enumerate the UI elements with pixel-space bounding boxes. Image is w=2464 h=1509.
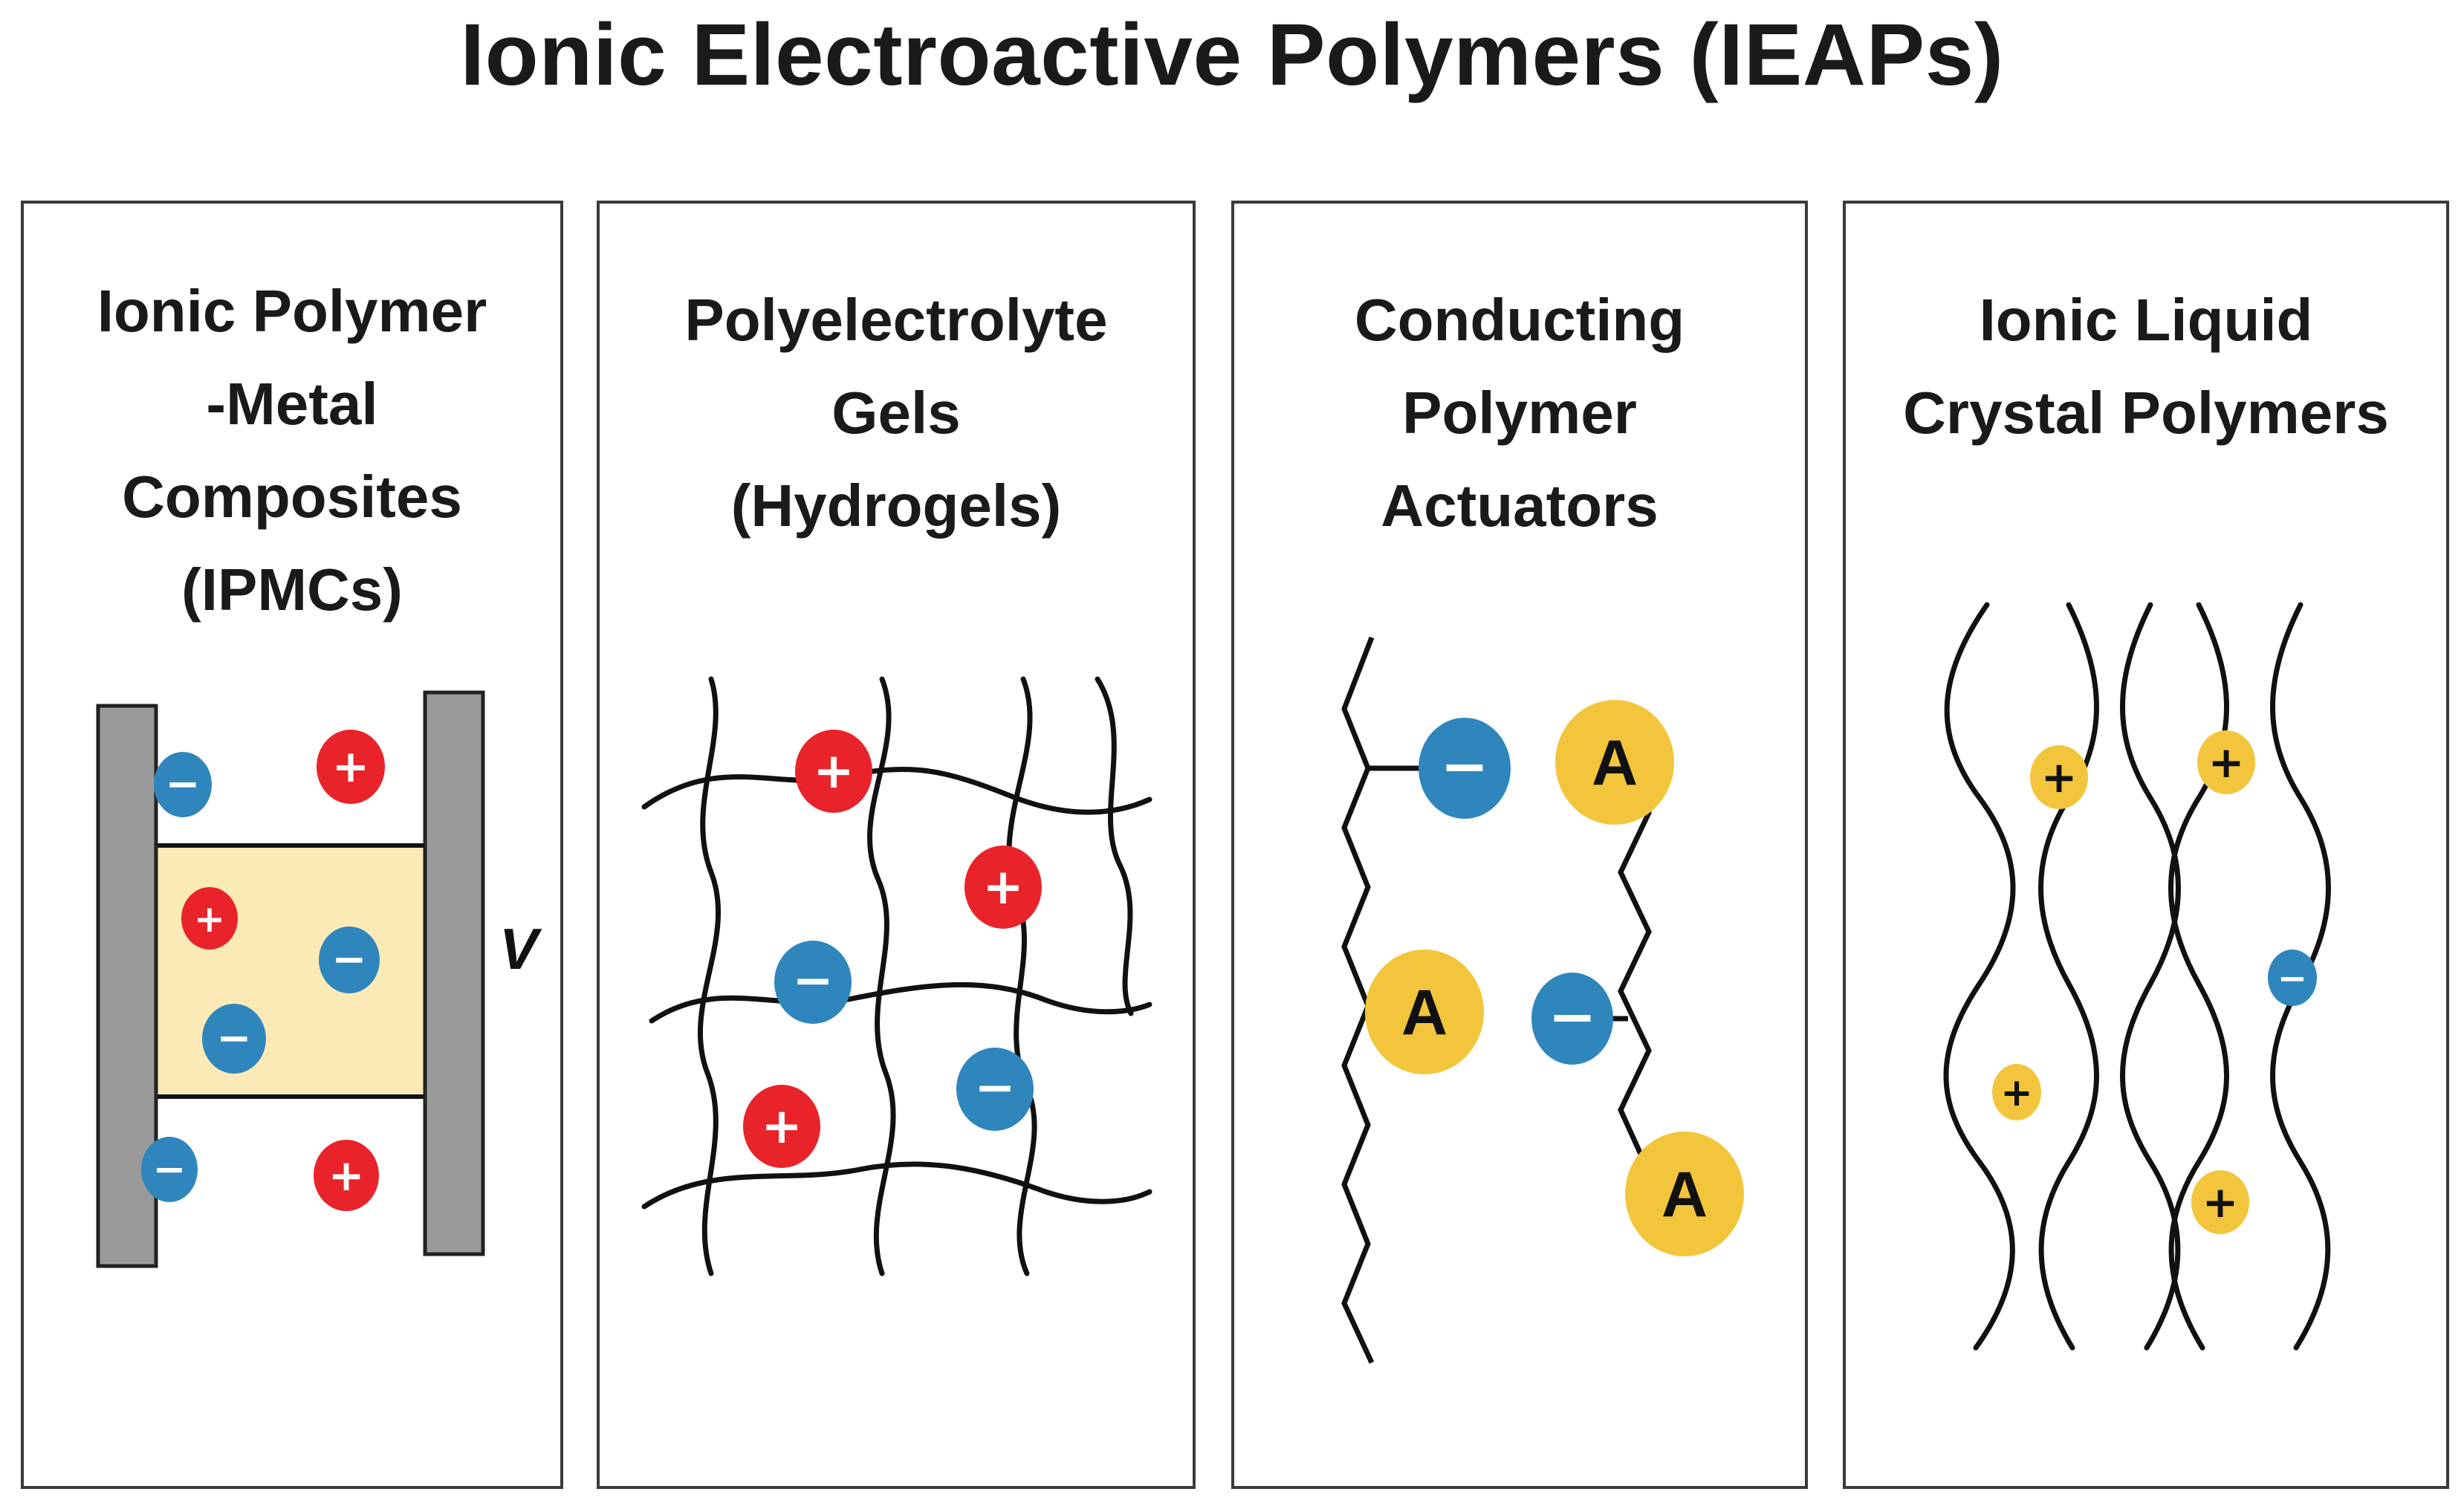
svg-text:−: −	[332, 935, 367, 984]
cation: +	[181, 887, 238, 950]
svg-text:−: −	[1548, 984, 1596, 1051]
crosslinked-network	[641, 676, 1152, 1276]
svg-text:+: +	[2202, 1177, 2239, 1227]
dopant-anion-a: A	[1625, 1132, 1744, 1256]
anion: −	[1531, 973, 1613, 1065]
panel-conducting-polymers-title-line-1: Conducting	[1354, 287, 1685, 353]
svg-text:+: +	[982, 858, 1023, 915]
panel-ionic-liquid-crystal-title-line-1: Ionic Liquid	[1979, 287, 2313, 353]
hydrogel-network-illustration: + + − − +	[641, 676, 1152, 1276]
svg-text:−: −	[217, 1014, 252, 1062]
panel-ionic-liquid-crystal-title: Ionic Liquid Crystal Polymers	[1846, 273, 2446, 459]
svg-text:+: +	[194, 898, 225, 941]
panel-ipmc-title-line-2: -Metal	[206, 371, 378, 437]
dopant-anion-a: A	[1555, 700, 1674, 825]
diagram-title: Ionic Electroactive Polymers (IEAPs)	[460, 6, 2004, 104]
panel-ionic-liquid-crystal: Ionic Liquid Crystal Polymers + + − + +	[1843, 201, 2449, 1489]
panel-hydrogels-title-line-2: Gels	[831, 380, 961, 446]
svg-text:−: −	[166, 760, 201, 808]
anion: −	[154, 752, 212, 817]
panel-hydrogels-title-line-3: (Hydrogels)	[730, 473, 1062, 539]
right-electrode	[423, 690, 485, 1256]
cation: +	[314, 1140, 379, 1211]
svg-text:A: A	[1661, 1159, 1708, 1230]
svg-text:+: +	[813, 742, 854, 799]
panel-ipmc-title-line-4: (IPMCs)	[181, 556, 403, 623]
dopant-anion-a: A	[1365, 950, 1484, 1074]
panel-conducting-polymers: Conducting Polymer Actuators − A A − A	[1231, 201, 1808, 1489]
conducting-polymer-illustration: − A A − A	[1341, 636, 1744, 1364]
svg-text:A: A	[1401, 977, 1447, 1048]
svg-text:+: +	[761, 1097, 802, 1155]
cation: +	[964, 846, 1042, 929]
svg-text:−: −	[152, 1146, 186, 1192]
svg-text:+: +	[332, 741, 369, 793]
panel-hydrogels: Polyelectrolyte Gels (Hydrogels) + + − −…	[597, 201, 1196, 1489]
panel-ipmc-title: Ionic Polymer -Metal Composites (IPMCs)	[24, 265, 560, 636]
anion: −	[1419, 718, 1511, 819]
anion: −	[319, 927, 380, 993]
svg-text:A: A	[1592, 727, 1638, 799]
panel-ipmc-title-line-1: Ionic Polymer	[97, 278, 487, 344]
svg-text:−: −	[974, 1059, 1015, 1116]
svg-text:+: +	[2000, 1071, 2033, 1115]
anion: −	[774, 941, 852, 1024]
polymer-membrane	[148, 843, 451, 1099]
svg-text:+: +	[2208, 737, 2245, 788]
svg-text:+: +	[2041, 752, 2078, 802]
svg-text:−: −	[2277, 958, 2307, 999]
panel-conducting-polymers-title-line-2: Polymer	[1402, 380, 1637, 446]
cation: +	[795, 730, 872, 813]
svg-text:−: −	[1440, 733, 1488, 800]
cation: +	[2197, 730, 2255, 794]
cation: +	[317, 730, 385, 804]
cation: +	[743, 1085, 820, 1168]
panel-ipmc: Ionic Polymer -Metal Composites (IPMCs) …	[21, 201, 563, 1489]
ipmc-illustration: V − + + − − − +	[96, 690, 542, 1268]
liquid-crystal-illustration: + + − + +	[1943, 602, 2331, 1351]
svg-text:+: +	[328, 1150, 365, 1201]
panel-hydrogels-title: Polyelectrolyte Gels (Hydrogels)	[600, 273, 1193, 552]
panel-ionic-liquid-crystal-title-line-2: Crystal Polymers	[1903, 380, 2389, 446]
anion: −	[141, 1137, 198, 1202]
cation: +	[2030, 745, 2088, 809]
anion: −	[202, 1004, 266, 1074]
panel-conducting-polymers-title: Conducting Polymer Actuators	[1234, 273, 1805, 552]
anion: −	[956, 1048, 1034, 1131]
panel-hydrogels-title-line-1: Polyelectrolyte	[684, 287, 1108, 353]
svg-text:−: −	[792, 952, 833, 1009]
cation: +	[1992, 1064, 2041, 1120]
panel-conducting-polymers-title-line-3: Actuators	[1381, 473, 1659, 539]
cation: +	[2191, 1170, 2249, 1234]
panel-ipmc-title-line-3: Composites	[122, 464, 462, 530]
voltage-label: V	[499, 916, 542, 981]
anion: −	[2268, 950, 2317, 1006]
